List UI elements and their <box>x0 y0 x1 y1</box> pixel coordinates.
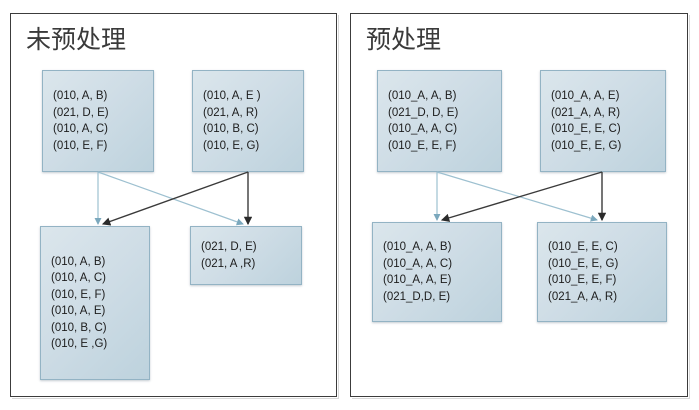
box-line: (021_D, D, E) <box>388 106 459 119</box>
box-line: (010, E ,G) <box>51 338 108 350</box>
box-line: (010, A, C) <box>53 123 108 135</box>
box-line: (021_D,D, E) <box>383 290 451 303</box>
box-line: (021_A, A, R) <box>548 290 618 303</box>
box-line: (010, E, F) <box>53 139 108 152</box>
box-line: (010_A, A, B) <box>383 241 452 253</box>
box-line: (010_A, A, B) <box>388 90 457 102</box>
box-line: (010, E, F) <box>51 288 106 301</box>
left-top-right-box: (010, A, E ) (021, A, R) (010, B, C) (01… <box>192 70 304 172</box>
box-line: (010_A, A, C) <box>383 257 453 270</box>
box-line: (010_A, A, E) <box>551 90 620 102</box>
box-line: (010, E, G) <box>203 139 260 152</box>
box-line: (010, A, C) <box>51 272 106 284</box>
box-line: (021_A, A, R) <box>551 106 621 119</box>
right-bottom-left-box: (010_A, A, B) (010_A, A, C) (010_A, A, E… <box>372 222 502 322</box>
left-bottom-left-box: (010, A, B) (010, A, C) (010, E, F) (010… <box>40 226 150 380</box>
box-line: (010, A, B) <box>53 90 108 102</box>
box-line: (010, B, C) <box>51 321 107 334</box>
box-line: (010, A, E ) <box>203 90 261 102</box>
box-line: (010, A, B) <box>51 255 106 268</box>
box-line: (010, B, C) <box>203 123 259 135</box>
panel-right-title: 预处理 <box>366 25 442 54</box>
box-line: (021, D, E) <box>53 106 109 119</box>
box-line: (010, A, E) <box>51 305 106 317</box>
box-line: (010_A, A, E) <box>383 274 452 286</box>
box-line: (010_A, A, C) <box>388 123 458 135</box>
right-top-left-box: (010_A, A, B) (021_D, D, E) (010_A, A, C… <box>377 70 502 172</box>
box-line: (021, D, E) <box>201 241 257 253</box>
panel-left-title: 未预处理 <box>26 25 127 54</box>
left-top-left-box: (010, A, B) (021, D, E) (010, A, C) (010… <box>42 70 154 172</box>
box-line: (010_E, E, F) <box>388 139 457 152</box>
box-line: (010_E, E, C) <box>551 123 621 135</box>
right-top-right-box: (010_A, A, E) (021_A, A, R) (010_E, E, C… <box>540 70 666 172</box>
box-line: (010_E, E, F) <box>548 274 617 286</box>
box-line: (021, A ,R) <box>201 257 256 270</box>
box-line: (010_E, E, G) <box>548 257 619 270</box>
right-bottom-right-box: (010_E, E, C) (010_E, E, G) (010_E, E, F… <box>537 222 667 322</box>
left-bottom-right-box: (021, D, E) (021, A ,R) <box>190 226 302 285</box>
box-line: (010_E, E, G) <box>551 139 622 152</box>
box-line: (010_E, E, C) <box>548 241 618 253</box>
box-line: (021, A, R) <box>203 106 258 119</box>
